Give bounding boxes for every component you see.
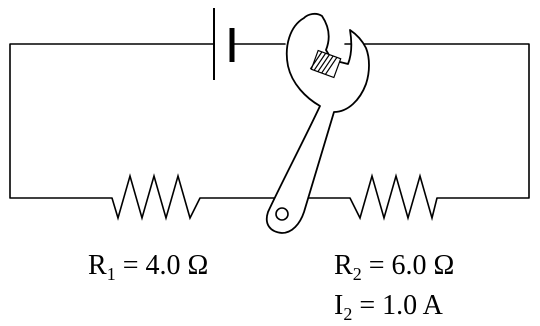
- resistor-2-label: R2 = 6.0 Ω: [334, 250, 455, 284]
- r2-symbol: R: [334, 250, 353, 281]
- r2-subscript: 2: [352, 264, 362, 284]
- resistor-2-icon: [349, 173, 438, 222]
- r1-symbol: R: [88, 250, 107, 281]
- r1-subscript: 1: [106, 264, 116, 284]
- i2-subscript: 2: [343, 304, 353, 324]
- r2-value: = 6.0 Ω: [361, 250, 455, 281]
- resistor-1-label: R1 = 4.0 Ω: [88, 250, 209, 284]
- wire-top-left: [9, 43, 215, 199]
- r1-value: = 4.0 Ω: [115, 250, 209, 281]
- wrench-icon: [265, 12, 370, 234]
- i2-symbol: I: [334, 290, 344, 321]
- wire-top-right: [344, 43, 530, 199]
- battery-icon: [213, 8, 235, 80]
- i2-value: = 1.0 A: [352, 290, 443, 321]
- current-2-label: I2 = 1.0 A: [334, 290, 443, 324]
- resistor-1-icon: [111, 173, 201, 221]
